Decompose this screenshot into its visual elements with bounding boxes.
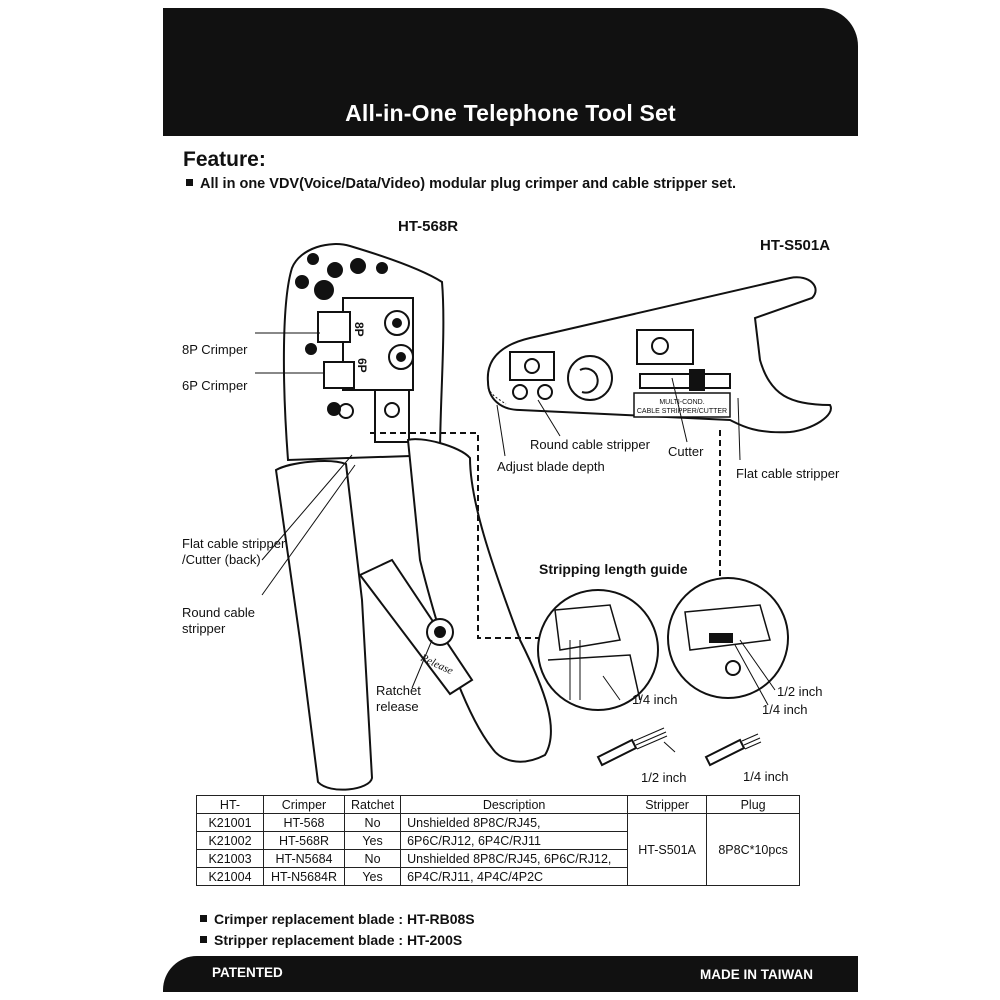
label-round-cable-stripper-s501: Round cable stripper [530, 437, 650, 452]
label-6p-crimper: 6P Crimper [182, 378, 248, 393]
label-8p-crimper: 8P Crimper [182, 342, 248, 357]
plug-cell: 8P8C*10pcs [706, 813, 801, 886]
bullet-icon [200, 935, 207, 943]
col-header-stripper: Stripper [627, 795, 708, 814]
guide-detail-right [667, 577, 789, 706]
header-bar [163, 8, 858, 136]
col-header-plug: Plug [706, 795, 801, 814]
cable-right-measure: 1/4 inch [743, 769, 789, 784]
guide-right-measure-b: 1/4 inch [762, 702, 808, 717]
footer-made-in: MADE IN TAIWAN [700, 967, 813, 982]
col-header-description: Description [400, 795, 629, 814]
guide-left-measure: 1/4 inch [632, 692, 678, 707]
col-header-ratchet: Ratchet [343, 795, 402, 814]
die-8p-label: 8P [352, 322, 366, 337]
label-adjust-blade-depth: Adjust blade depth [497, 459, 605, 474]
feature-text: All in one VDV(Voice/Data/Video) modular… [200, 176, 737, 192]
col-header-model: HT- [196, 795, 264, 814]
cable-sample-right [704, 733, 762, 767]
cable-left-measure: 1/2 inch [641, 770, 687, 785]
die-6p-label: 6P [355, 358, 369, 373]
footer-patented: PATENTED [212, 965, 283, 980]
label-flat-cable-stripper-s501: Flat cable stripper [736, 466, 840, 481]
stripping-guide-heading: Stripping length guide [539, 561, 688, 577]
footer-bar [163, 956, 858, 992]
stripper-cell: HT-S501A [627, 813, 708, 886]
table-row: K21002 HT-568R Yes 6P6C/RJ12, 6P4C/RJ11 [196, 831, 800, 850]
label-cutter: Cutter [668, 444, 704, 459]
table-header-row: HT- Crimper Ratchet Description Stripper… [196, 795, 801, 814]
bullet-icon [186, 178, 193, 186]
engraving-line-2: CABLE STRIPPER/CUTTER [637, 408, 727, 415]
table-row: K21001 HT-568 No Unshielded 8P8C/RJ45, H… [196, 813, 801, 886]
bullet-icon [200, 914, 207, 922]
col-header-crimper: Crimper [263, 795, 345, 814]
guide-detail-left [537, 589, 659, 711]
table-row: K21003 HT-N5684 No Unshielded 8P8C/RJ45,… [196, 849, 800, 868]
engraving-line-1: MULTI-COND. [659, 399, 704, 406]
page-title: All-in-One Telephone Tool Set [345, 100, 676, 126]
cable-sample-left [596, 727, 676, 767]
feature-heading: Feature: [183, 148, 266, 171]
crimper-tool-drawing: 8P 6P Release [255, 243, 552, 791]
stripper-tool-drawing: MULTI-COND. CABLE STRIPPER/CUTTER [486, 276, 832, 461]
stripper-model-label: HT-S501A [760, 237, 831, 254]
label-flat-cable-stripper: Flat cable stripper/Cutter (back) [182, 536, 286, 567]
feature-line: All in one VDV(Voice/Data/Video) modular… [186, 176, 736, 192]
guide-right-measure-a: 1/2 inch [777, 684, 823, 699]
spec-table: HT- Crimper Ratchet Description Stripper… [196, 795, 801, 886]
note-crimper-blade: Crimper replacement blade : HT-RB08S [200, 911, 475, 927]
table-row: K21004 HT-N5684R Yes 6P4C/RJ11, 4P4C/4P2… [196, 867, 800, 886]
crimper-model-label: HT-568R [398, 218, 459, 235]
note-stripper-blade: Stripper replacement blade : HT-200S [200, 932, 462, 948]
